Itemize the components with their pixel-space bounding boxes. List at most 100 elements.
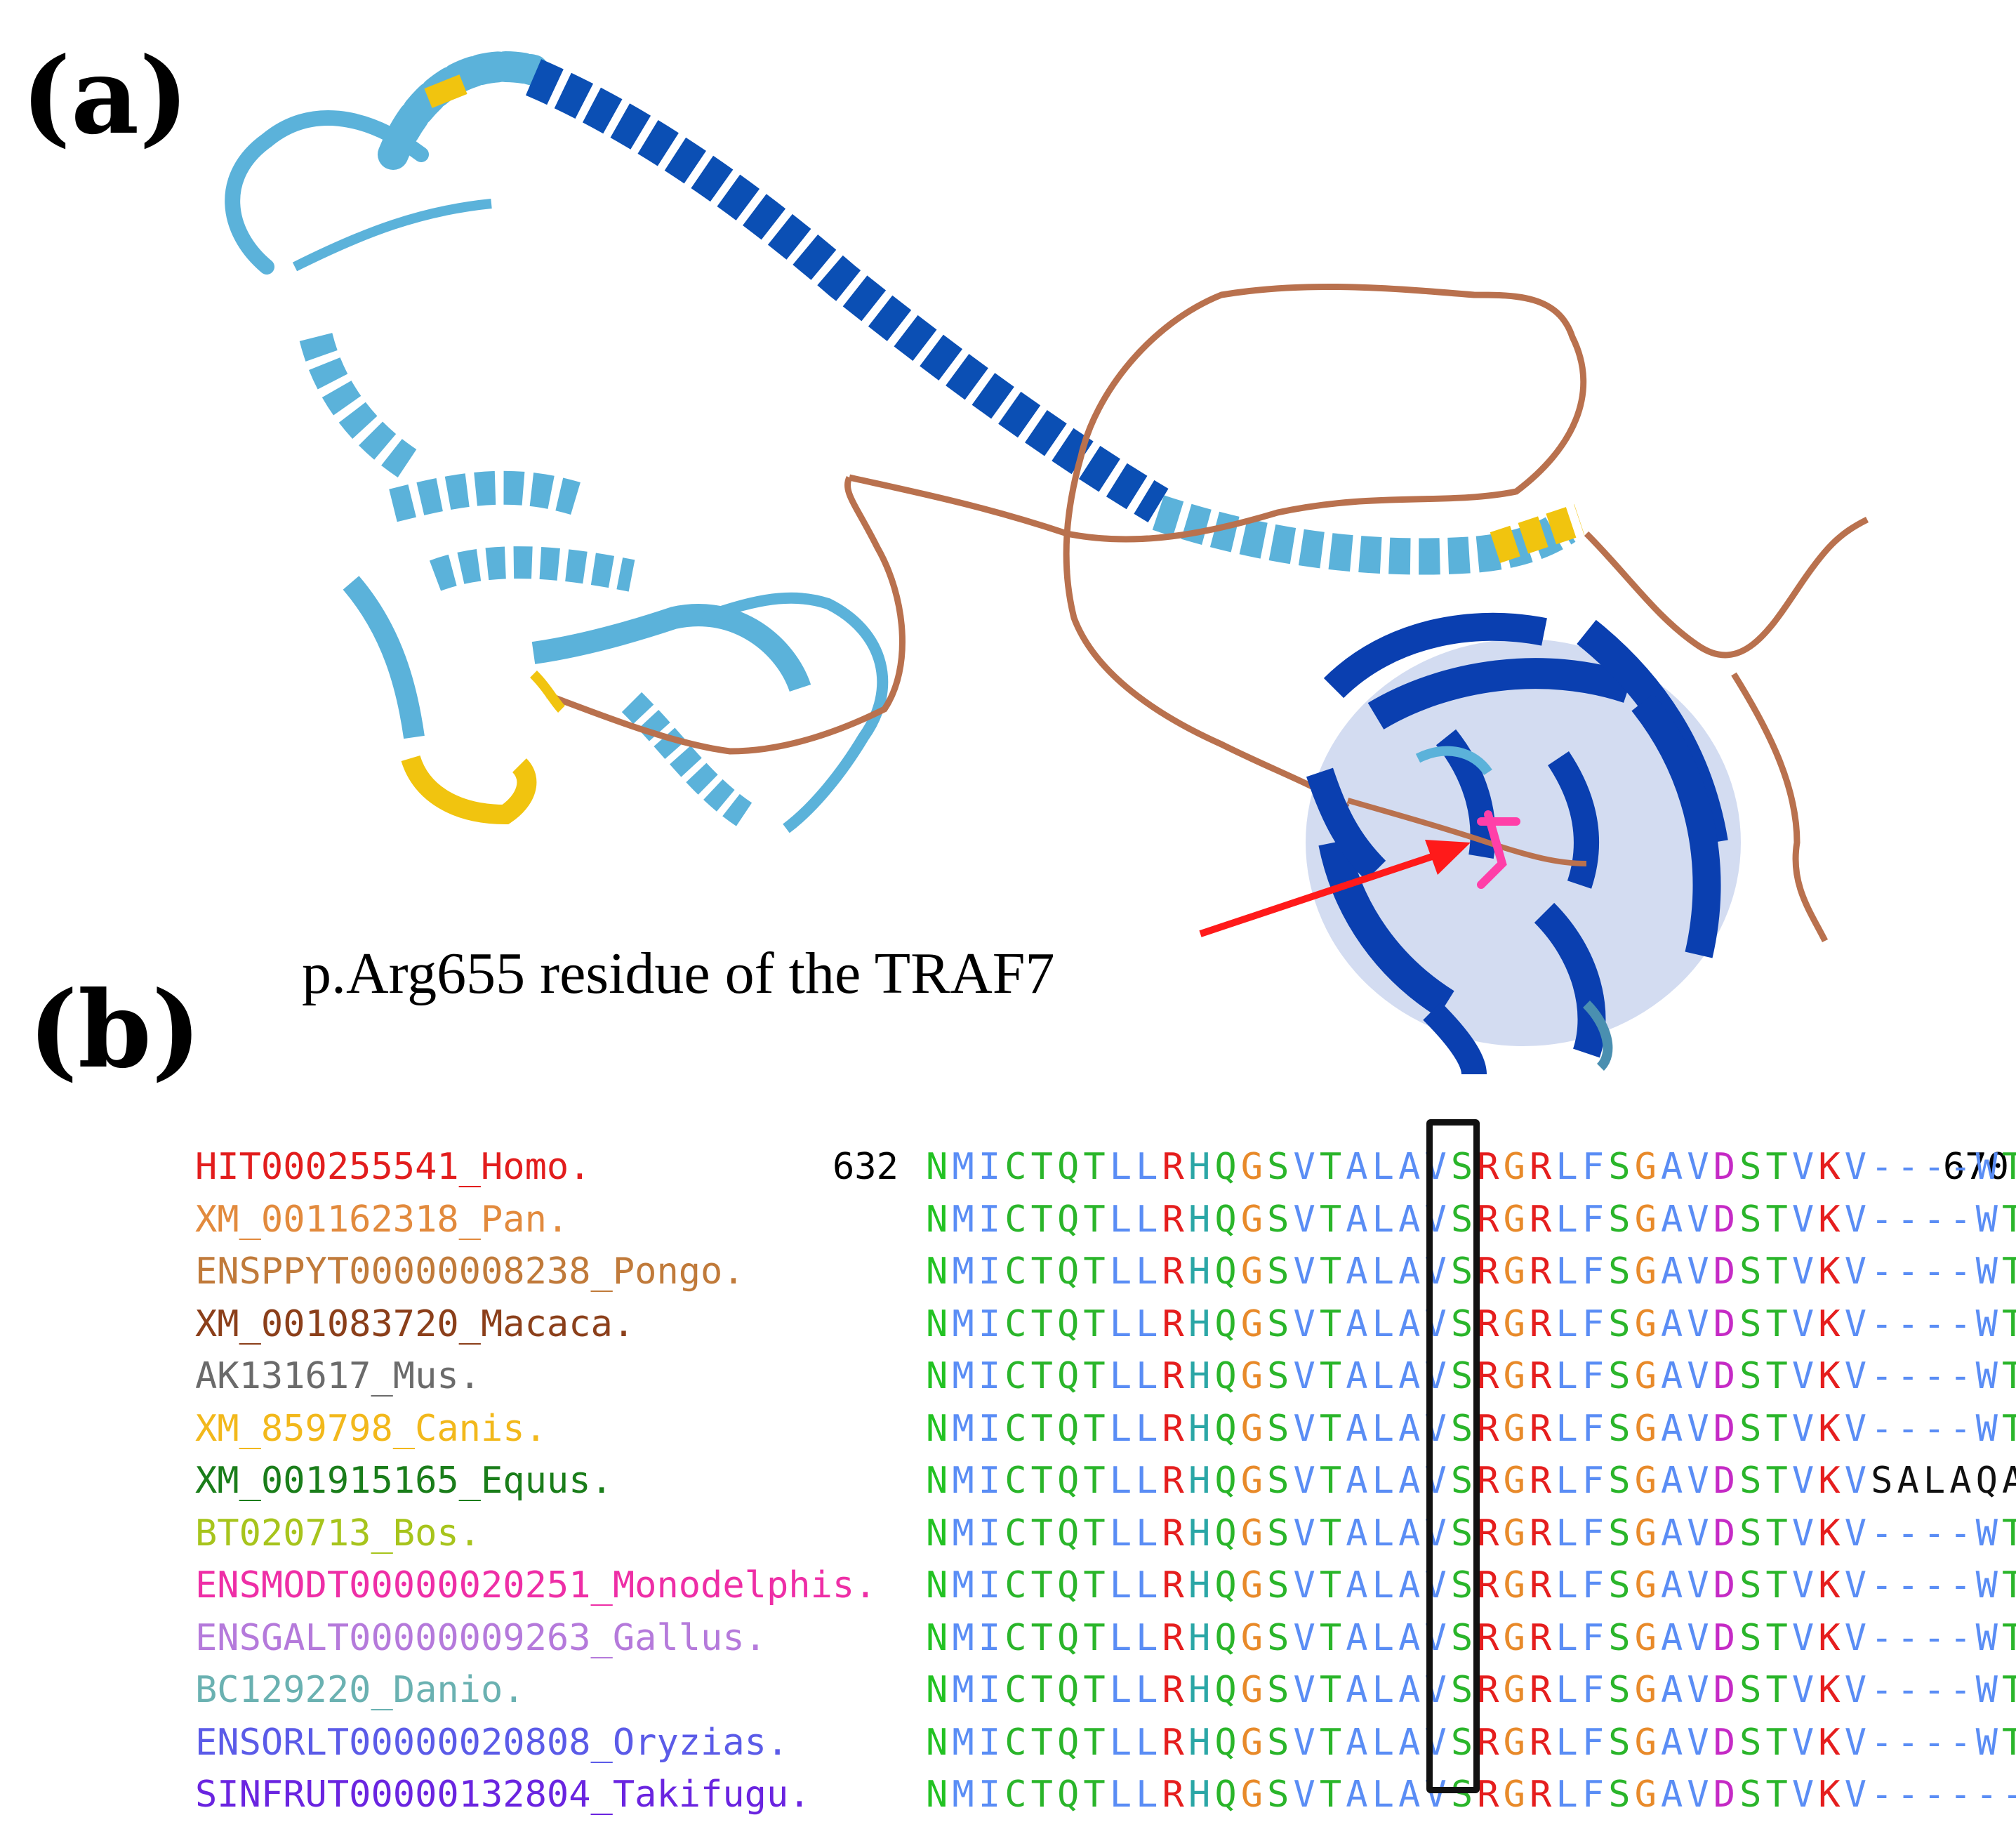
residue: V (1844, 1460, 1867, 1502)
residue: S (1450, 1460, 1473, 1502)
residue: R (1477, 1407, 1499, 1450)
residue: S (1267, 1250, 1289, 1293)
residue: F (1581, 1250, 1605, 1293)
residue: N (926, 1407, 948, 1450)
residue: A (1897, 1460, 1919, 1502)
residue: Q (1214, 1355, 1237, 1397)
residue: Q (1975, 1460, 1998, 1502)
residue: W (1975, 1146, 1998, 1188)
beta-blade-4 (1631, 693, 1721, 958)
residue: S (1267, 1721, 1289, 1764)
residue: D (1713, 1721, 1736, 1764)
residue: V (1844, 1616, 1867, 1659)
residue: S (1608, 1512, 1631, 1555)
residue: V (1844, 1669, 1867, 1711)
residue: - (1871, 1146, 1893, 1188)
residue: H (1188, 1355, 1211, 1397)
residue: A (1660, 1721, 1683, 1764)
residue: F (1581, 1302, 1605, 1345)
residue: N (926, 1355, 948, 1397)
residue: - (1949, 1302, 1972, 1345)
residue: F (1581, 1146, 1605, 1188)
residue: R (1477, 1721, 1499, 1764)
residue: T (1765, 1355, 1788, 1397)
residue: I (978, 1512, 1001, 1555)
residue: T (2002, 1146, 2016, 1188)
residue: A (1660, 1564, 1683, 1606)
residue: A (1346, 1564, 1368, 1606)
residue: T (1319, 1721, 1342, 1764)
residue: T (1083, 1669, 1106, 1711)
residue: - (1949, 1564, 1972, 1606)
residue: R (1162, 1721, 1184, 1764)
long-coiled-coil-helix (525, 59, 1585, 575)
residue: G (1240, 1460, 1264, 1502)
residue: W (1975, 1250, 1998, 1293)
residue: - (2000, 1774, 2016, 1816)
residue: M (952, 1146, 974, 1188)
residue: S (1450, 1564, 1473, 1606)
n-terminal-domain (225, 51, 906, 833)
sequence-name: BT020713_Bos. (195, 1512, 481, 1555)
residue: S (1267, 1564, 1289, 1606)
residue: V (1293, 1146, 1315, 1188)
residue: S (1739, 1564, 1762, 1606)
residue: L (1109, 1302, 1132, 1345)
residue: T (2002, 1198, 2016, 1241)
residue: C (1004, 1564, 1027, 1606)
residue: G (1503, 1198, 1525, 1241)
residue: - (1975, 1774, 1998, 1816)
residue: I (978, 1669, 1001, 1711)
residue: - (1923, 1616, 1946, 1659)
residue: Q (1214, 1146, 1237, 1188)
residue: S (1608, 1564, 1631, 1606)
residue: G (1634, 1512, 1657, 1555)
residue: F (1581, 1198, 1605, 1241)
residue: V (1844, 1355, 1867, 1397)
residue: S (1450, 1250, 1473, 1293)
residue: G (1634, 1302, 1657, 1345)
residue: L (1556, 1669, 1578, 1711)
sequence-name: XM_859798_Canis. (195, 1407, 547, 1450)
residue: T (1030, 1512, 1053, 1555)
residue: V (1791, 1460, 1815, 1502)
residue: L (1556, 1616, 1578, 1659)
residue: T (2002, 1355, 2016, 1397)
residue: - (1871, 1407, 1893, 1450)
residue: V (1293, 1407, 1315, 1450)
residue: G (1240, 1407, 1264, 1450)
residue: M (952, 1407, 974, 1450)
residue: L (1556, 1146, 1578, 1188)
residue: R (1477, 1355, 1499, 1397)
residue: S (1739, 1669, 1762, 1711)
residue: I (978, 1355, 1001, 1397)
residue: I (978, 1250, 1001, 1293)
residue: I (978, 1302, 1001, 1345)
residue: - (1871, 1355, 1893, 1397)
residue: G (1503, 1460, 1525, 1502)
residue: T (1083, 1616, 1106, 1659)
beta-blade-1 (1323, 612, 1547, 699)
residue: G (1503, 1721, 1525, 1764)
residue: R (1477, 1774, 1499, 1816)
helix-left-1 (299, 332, 417, 477)
residue: K (1818, 1146, 1841, 1188)
residue: D (1713, 1250, 1736, 1293)
residue: A (1346, 1616, 1368, 1659)
residue: A (1346, 1198, 1368, 1241)
helix-light-blue-tail (1152, 495, 1576, 575)
residue: R (1530, 1564, 1552, 1606)
beta-loop-light-2 (1582, 1001, 1613, 1071)
residue: R (1477, 1669, 1499, 1711)
residue: L (1109, 1616, 1132, 1659)
residue: D (1713, 1407, 1736, 1450)
residue: N (926, 1774, 948, 1816)
residue: V (1293, 1774, 1315, 1816)
residue: - (1897, 1721, 1919, 1764)
residue: L (1109, 1564, 1132, 1606)
beta-blade-9 (1547, 751, 1599, 889)
residue: A (1398, 1669, 1421, 1711)
residue: T (1319, 1512, 1342, 1555)
